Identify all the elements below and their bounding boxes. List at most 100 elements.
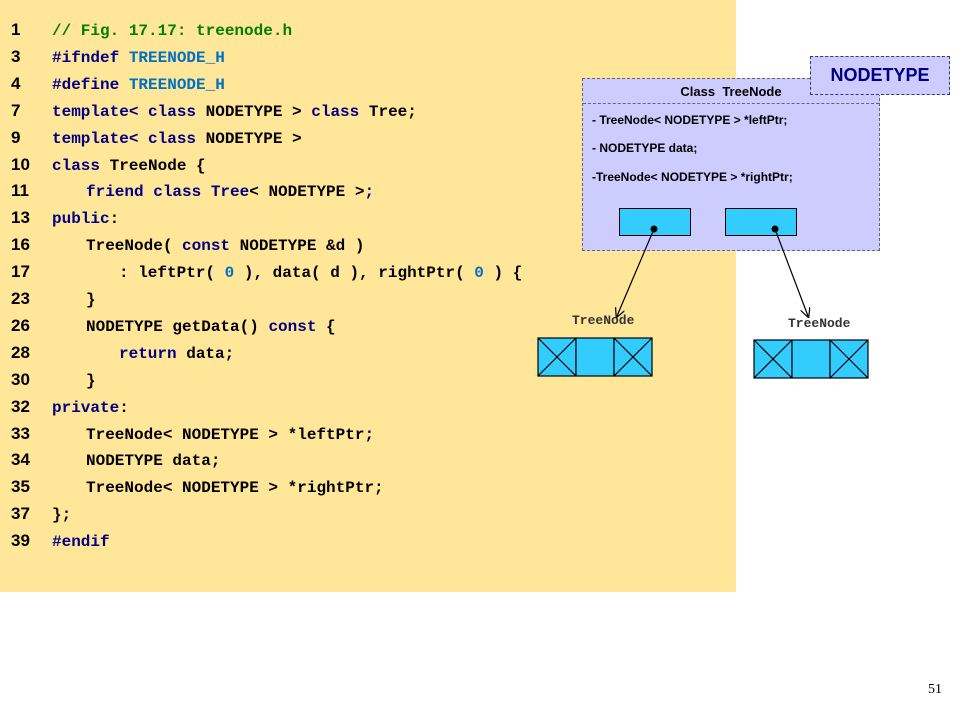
code-token: template	[52, 102, 129, 121]
code-text: }	[86, 371, 96, 391]
code-token: #ifndef	[52, 48, 129, 67]
code-token: NODETYPE >	[205, 102, 312, 121]
code-token: TreeNode	[86, 479, 163, 498]
code-token: ), data( d ), rightPtr(	[234, 264, 475, 283]
line-number: 7	[11, 100, 21, 120]
code-line: 1 // Fig. 17.17: treenode.h	[0, 18, 736, 44]
code-line: 35 TreeNode< NODETYPE > *rightPtr;	[0, 475, 736, 501]
code-text: TreeNode< NODETYPE > *leftPtr;	[86, 425, 374, 445]
code-text: class TreeNode {	[52, 156, 206, 176]
code-token: // Fig. 17.17: treenode.h	[52, 22, 293, 40]
code-line: 4 #define TREENODE_H	[0, 72, 736, 98]
code-text: NODETYPE getData() const {	[86, 317, 336, 337]
code-token: NODETYPE getData()	[86, 317, 269, 336]
slide-number: 51	[928, 682, 942, 697]
code-line: 23}	[0, 287, 736, 313]
code-token: TREENODE_H	[128, 48, 225, 67]
code-token: < NODETYPE >	[162, 425, 288, 444]
code-token: < class	[128, 129, 206, 148]
line-number: 1	[11, 20, 21, 39]
code-token: const	[268, 317, 327, 336]
code-token: private	[52, 398, 120, 417]
code-token: NODETYPE >	[205, 129, 302, 148]
line-number: 35	[11, 477, 30, 497]
code-token: TreeNode	[86, 425, 163, 444]
code-text: public:	[52, 209, 119, 229]
uml-divider	[583, 103, 879, 104]
code-line: 37};	[0, 502, 736, 528]
code-token: data;	[186, 344, 235, 363]
code-token: TreeNode {	[109, 156, 206, 175]
right-node-data-cell	[791, 339, 831, 379]
line-number: 17	[11, 262, 30, 282]
line-number: 28	[11, 342, 30, 362]
code-token: #define	[52, 75, 129, 94]
code-text: template< class NODETYPE >	[52, 129, 302, 149]
code-token: < class	[128, 102, 206, 121]
code-token: < NODETYPE >	[162, 479, 288, 498]
code-line: 17 : leftPtr( 0 ), data( d ), rightPtr( 0…	[0, 260, 736, 286]
code-text: TreeNode< NODETYPE > *rightPtr;	[86, 478, 384, 498]
code-text: };	[52, 505, 71, 525]
line-number: 10	[11, 154, 30, 174]
right-node-caption: TreeNode	[788, 316, 851, 331]
code-text: }	[86, 290, 96, 310]
code-token: :	[119, 398, 129, 417]
leftptr-arrow	[617, 228, 655, 316]
rightptr-cell	[725, 208, 797, 236]
code-text: // Fig. 17.17: treenode.h	[52, 21, 292, 41]
code-token: *rightPtr;	[287, 479, 384, 498]
code-line: 9 template< class NODETYPE >	[0, 126, 736, 152]
code-line: 26 NODETYPE getData() const {	[0, 314, 736, 340]
code-token: ) {	[483, 264, 523, 283]
code-token: TreeNode(	[86, 237, 183, 256]
uml-class-title: Class TreeNode	[680, 84, 782, 99]
code-token: friend class	[86, 183, 211, 202]
code-line: 3 #ifndef TREENODE_H	[0, 45, 736, 71]
code-token: TREENODE_H	[128, 75, 225, 94]
code-text: return data;	[119, 344, 234, 364]
line-number: 13	[11, 208, 30, 228]
code-line: 13 public:	[0, 206, 736, 232]
nodetype-badge: NODETYPE	[810, 56, 950, 95]
line-number: 9	[11, 127, 21, 147]
rightptr-arrow	[774, 228, 808, 316]
code-token: : leftPtr(	[119, 264, 225, 283]
left-tree-node	[537, 337, 653, 377]
code-text: : leftPtr( 0 ), data( d ), rightPtr( 0 )…	[119, 263, 522, 283]
code-token: const	[182, 237, 240, 256]
code-text: template< class NODETYPE > class Tree;	[52, 102, 417, 122]
uml-member-rightptr: -TreeNode< NODETYPE > *rightPtr;	[592, 170, 793, 184]
code-token: public	[52, 210, 110, 229]
code-token: 0	[474, 264, 484, 283]
code-token: };	[52, 506, 72, 525]
code-token: NODETYPE data;	[86, 452, 221, 471]
code-text: #endif	[52, 532, 110, 552]
code-text: TreeNode( const NODETYPE &d )	[86, 236, 364, 256]
code-token: class	[52, 156, 110, 175]
line-number: 34	[11, 450, 30, 470]
line-number: 4	[11, 73, 21, 93]
line-number: 3	[11, 46, 21, 66]
code-text: friend class Tree< NODETYPE >;	[86, 182, 374, 202]
code-token: NODETYPE &d )	[239, 237, 365, 256]
left-node-data-cell	[575, 337, 615, 377]
code-text: NODETYPE data;	[86, 451, 220, 471]
code-token: Tree;	[368, 102, 417, 121]
code-token: #endif	[52, 533, 110, 552]
line-number: 23	[11, 289, 30, 308]
code-token: 0	[224, 264, 235, 283]
code-line: 10 class TreeNode {	[0, 153, 736, 179]
code-token: :	[109, 210, 120, 229]
code-token: return	[119, 344, 187, 363]
line-number: 26	[11, 315, 30, 335]
code-line: 34 NODETYPE data;	[0, 448, 736, 474]
code-text: private:	[52, 398, 129, 418]
code-token: *leftPtr;	[287, 425, 375, 444]
uml-member-leftptr: - TreeNode< NODETYPE > *leftPtr;	[592, 113, 788, 127]
